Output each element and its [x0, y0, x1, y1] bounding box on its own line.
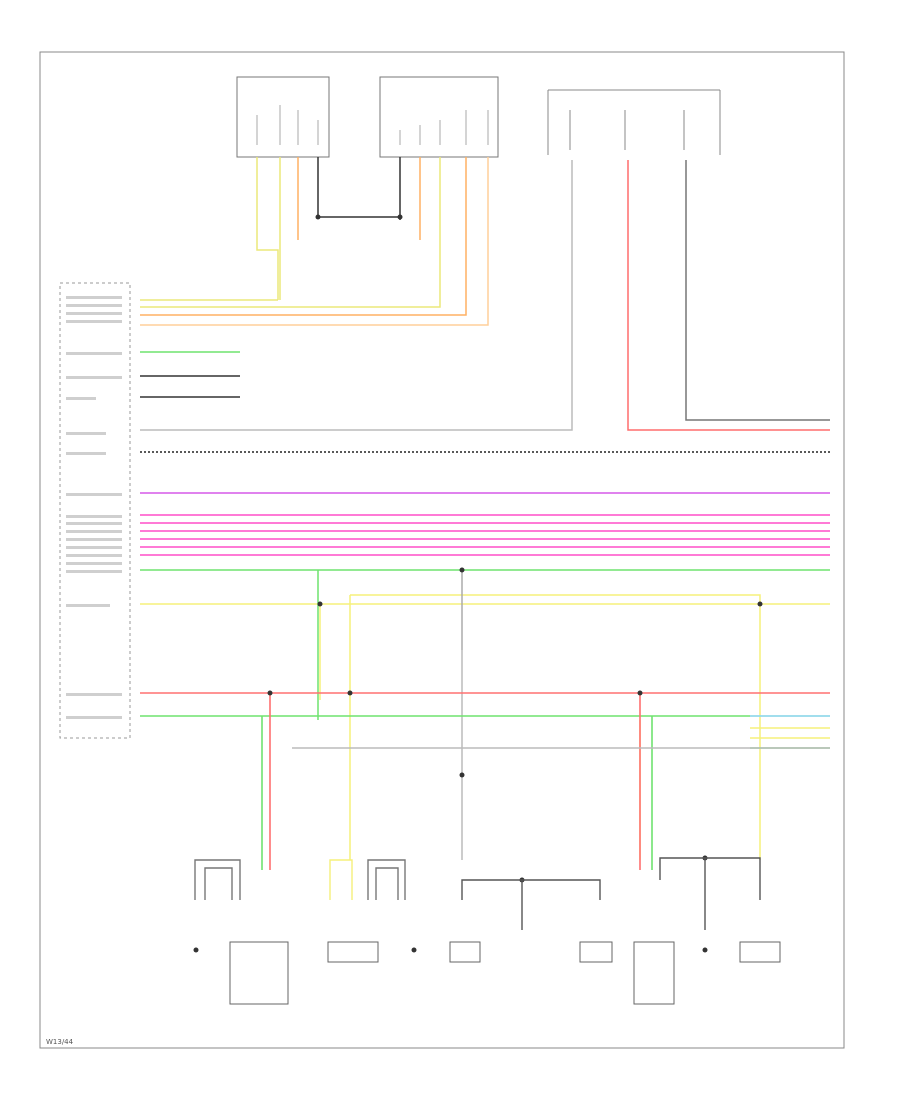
lamp-supply-lines — [140, 692, 830, 870]
lamp-connectors — [229, 941, 781, 1005]
bcm-short-wires — [140, 351, 240, 398]
wiper-switch-box — [379, 76, 499, 158]
fuse-block — [547, 89, 721, 155]
switch-terminals — [256, 105, 489, 145]
harness-bus — [140, 451, 830, 605]
yellow-branches — [319, 594, 761, 860]
bottom-lamp-harness — [194, 857, 761, 930]
green-branches — [317, 570, 463, 860]
footer-code: W13/44 — [46, 1038, 74, 1046]
fuse-feed-wires — [140, 160, 830, 431]
headlamp-switch-box — [236, 76, 330, 158]
ground-symbols — [193, 947, 708, 953]
switch-wires — [140, 157, 489, 326]
bcm-pin-labels — [66, 296, 122, 719]
diagram-frame — [39, 51, 845, 1049]
body-control-module — [59, 282, 131, 739]
